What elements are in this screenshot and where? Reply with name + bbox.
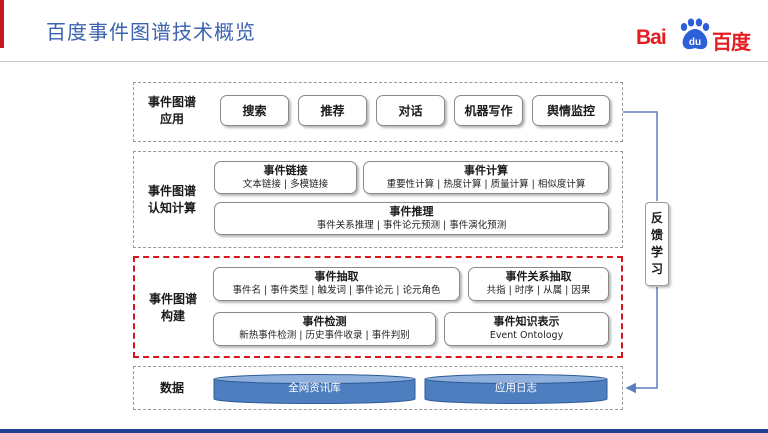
feedback-learning-box: 反 馈 学 习	[645, 202, 669, 286]
event-representation-box: 事件知识表示 Event Ontology	[444, 312, 609, 346]
cognitive-label-line2: 认知计算	[147, 201, 196, 215]
app-recommend-label: 推荐	[320, 103, 345, 118]
event-representation-title: 事件知识表示	[493, 315, 560, 328]
app-search-box: 搜索	[220, 95, 289, 126]
logo-text-bai: Bai	[636, 26, 667, 49]
event-link-sub: 文本链接 | 多模链接	[242, 178, 329, 190]
event-detection-title: 事件检测	[302, 315, 347, 328]
application-layer: 事件图谱 应用 搜索 推荐 对话 机器写作 舆情监控	[133, 82, 623, 142]
construction-label-line1: 事件图谱	[148, 292, 197, 306]
event-compute-title: 事件计算	[464, 163, 508, 177]
event-detection-sub: 新热事件检测 | 历史事件收录 | 事件判别	[239, 330, 410, 341]
cylinder-shape	[213, 374, 416, 404]
slide-title: 百度事件图谱技术概览	[46, 20, 256, 44]
baidu-logo: Bai du 百度	[636, 18, 760, 54]
construction-layer-label: 事件图谱 构建	[135, 291, 211, 325]
app-writing-label: 机器写作	[464, 103, 513, 118]
event-reasoning-box: 事件推理 事件关系推理 | 事件论元预测 | 事件演化预测	[214, 202, 609, 235]
event-representation-sub: Event Ontology	[489, 330, 564, 341]
event-extraction-box: 事件抽取 事件名 | 事件类型 | 触发词 | 事件论元 | 论元角色	[213, 267, 460, 301]
data-source-logs-label: 应用日志	[495, 382, 537, 394]
event-detection-box: 事件检测 新热事件检测 | 历史事件收录 | 事件判别	[213, 312, 436, 346]
event-compute-box: 事件计算 重要性计算 | 热度计算 | 质量计算 | 相似度计算	[363, 161, 609, 194]
data-source-logs-cylinder: 应用日志	[424, 374, 608, 404]
cylinder-shape	[424, 374, 608, 404]
feedback-bottom-arrow	[625, 287, 658, 394]
feedback-char-3: 学	[650, 245, 663, 259]
logo-paw-text: du	[689, 37, 701, 48]
app-dialogue-label: 对话	[398, 103, 423, 118]
data-source-news-label: 全网资讯库	[288, 382, 341, 394]
footer-bar	[0, 429, 768, 433]
event-reasoning-sub: 事件关系推理 | 事件论元预测 | 事件演化预测	[316, 219, 507, 231]
data-layer-label: 数据	[134, 380, 210, 397]
event-relation-box: 事件关系抽取 共指 | 时序 | 从属 | 因果	[468, 267, 609, 301]
data-source-news-cylinder: 全网资讯库	[213, 374, 416, 404]
feedback-char-1: 反	[650, 211, 663, 225]
event-compute-sub: 重要性计算 | 热度计算 | 质量计算 | 相似度计算	[386, 178, 586, 190]
app-recommend-box: 推荐	[298, 95, 367, 126]
event-link-box: 事件链接 文本链接 | 多模链接	[214, 161, 357, 194]
feedback-char-4: 习	[650, 262, 663, 276]
app-dialogue-box: 对话	[376, 95, 445, 126]
event-relation-title: 事件关系抽取	[505, 270, 572, 283]
event-extraction-title: 事件抽取	[314, 270, 359, 283]
app-opinion-label: 舆情监控	[546, 103, 595, 118]
logo-text-baidu-cn: 百度	[712, 30, 751, 54]
cognitive-label-line1: 事件图谱	[147, 184, 196, 198]
event-reasoning-title: 事件推理	[389, 204, 434, 218]
data-label: 数据	[159, 381, 184, 395]
title-divider	[0, 61, 768, 62]
feedback-top-connector	[623, 111, 658, 201]
app-search-label: 搜索	[242, 103, 267, 118]
feedback-char-2: 馈	[650, 228, 663, 242]
application-layer-label: 事件图谱 应用	[134, 94, 210, 128]
application-label-line2: 应用	[159, 112, 184, 126]
cognitive-layer-label: 事件图谱 认知计算	[134, 183, 210, 217]
title-accent-bar	[0, 0, 4, 48]
construction-layer: 事件图谱 构建 事件抽取 事件名 | 事件类型 | 触发词 | 事件论元 | 论…	[133, 256, 623, 358]
event-link-title: 事件链接	[263, 163, 308, 177]
event-extraction-sub: 事件名 | 事件类型 | 触发词 | 事件论元 | 论元角色	[232, 285, 441, 296]
event-relation-sub: 共指 | 时序 | 从属 | 因果	[486, 285, 591, 296]
app-writing-box: 机器写作	[454, 95, 523, 126]
paw-icon: du	[680, 18, 710, 50]
application-label-line1: 事件图谱	[147, 95, 196, 109]
construction-label-line2: 构建	[160, 309, 185, 323]
app-opinion-box: 舆情监控	[532, 95, 610, 126]
cognitive-layer: 事件图谱 认知计算 事件链接 文本链接 | 多模链接 事件计算 重要性计算 | …	[133, 151, 623, 248]
